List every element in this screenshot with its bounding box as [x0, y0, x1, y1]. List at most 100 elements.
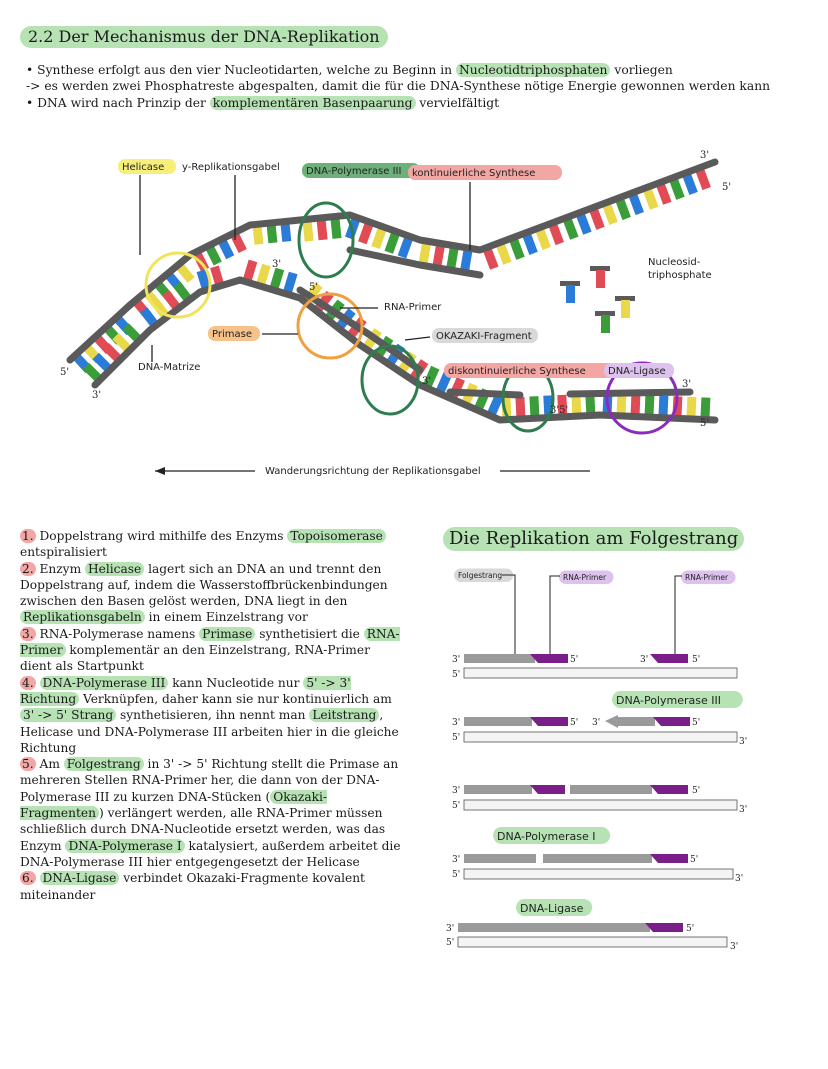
label-dna-ligase: DNA-Ligase [516, 899, 593, 916]
nucleotide-base [446, 245, 459, 269]
nucleotide-base [515, 396, 526, 420]
step-text [36, 676, 40, 690]
step-text: Doppelstrang wird mithilfe des Enzyms [35, 529, 288, 543]
polarity-mark: 3' [682, 379, 691, 390]
polarity-mark: 5' [60, 367, 69, 378]
nucleotide-base [694, 166, 711, 191]
polarity-mark: 5' [452, 733, 460, 743]
replication-fork-diagram: Helicase y-Replikationsgabel DNA-Polymeras… [60, 150, 731, 477]
step-text: Enzym [35, 561, 85, 576]
polarity-mark: 3' [92, 390, 101, 401]
polarity-mark: 3' [700, 150, 709, 161]
rna-primer-segment [650, 854, 688, 863]
polarity-mark: 5' [452, 870, 460, 880]
nucleotide-base [508, 236, 525, 260]
step-number: 4. [20, 675, 36, 690]
polarity-mark: 3' [452, 786, 460, 796]
nucleotide-base [358, 220, 374, 245]
nucleotide-base [642, 186, 659, 210]
rna-primer-segment [650, 785, 688, 794]
nucleotide-base [700, 397, 711, 420]
new-dna-segment [464, 717, 532, 726]
rna-primer-segment [530, 717, 568, 726]
intro-bullet: • DNA wird nach Prinzip der komplementär… [26, 95, 816, 111]
leader-primer-2 [674, 575, 682, 655]
step-item: 4. DNA-Polymerase III kann Nucleotide nu… [20, 675, 405, 756]
label-replication-fork-text: y-Replikationsgabel [182, 162, 280, 173]
free-nucleotide [615, 296, 635, 318]
label-dna-polymerase-iii-text: DNA-Polymerase III [306, 166, 401, 177]
polarity-mark: 5' [692, 655, 700, 665]
nucleotide-base [601, 201, 618, 225]
nucleotide-base [627, 191, 644, 216]
polarity-mark: 3' [735, 874, 743, 884]
step-text: lagert sich an DNA an und trennt den Dop… [20, 561, 388, 609]
template-strand [463, 667, 738, 679]
nucleotide-base [585, 393, 596, 416]
label-continuous-synthesis: kontinuierliche Synthese [408, 165, 562, 180]
label-helicase-text: Helicase [122, 162, 164, 173]
label-triphosphate-text: triphosphate [648, 270, 712, 281]
polarity-mark: 5' [722, 182, 731, 193]
step-number: 1. [20, 529, 36, 543]
polarity-mark: 5' [309, 282, 318, 293]
nucleotide-base [658, 395, 669, 418]
nucleotide-base [644, 395, 655, 418]
label-fork-direction-text: Wanderungsrichtung der Replikationsgabel [265, 466, 481, 477]
label-continuous-synthesis-text: kontinuierliche Synthese [412, 168, 535, 179]
bullet-highlight: Nucleotidtriphosphaten [456, 63, 611, 77]
step-text: RNA-Polymerase namens [35, 626, 200, 641]
step-item: 1. Doppelstrang wird mithilfe des Enzyms… [20, 528, 405, 561]
rna-primer-segment [650, 654, 688, 663]
free-nucleotide [595, 311, 615, 333]
polarity-mark: 3' [422, 376, 431, 387]
step-text: katalysiert, außerdem arbeitet die DNA-P… [20, 838, 401, 869]
label-dna-ligase: DNA-Ligase [604, 363, 674, 378]
label-rna-primer-1-text: RNA-Primer [563, 573, 607, 582]
okazaki-fragment-new [296, 286, 424, 374]
nucleotide-base [668, 176, 685, 200]
label-okazaki-fragment-text: OKAZAKI-Fragment [436, 331, 532, 342]
nucleotide-base [210, 265, 225, 288]
label-rna-primer-text: RNA-Primer [384, 302, 442, 313]
nucleotide-base [460, 247, 473, 271]
label-fork-direction: Wanderungsrichtung der Replikationsgabel [265, 466, 481, 477]
primase-circle [296, 292, 364, 360]
nucleotide-base [562, 216, 579, 240]
nucleotide-base [557, 394, 568, 418]
nucleotide-base [371, 225, 388, 249]
label-replication-fork: y-Replikationsgabel [182, 162, 280, 173]
nucleotide-base [521, 231, 538, 255]
intro-bullets: • Synthese erfolgt aus den vier Nucleoti… [26, 62, 816, 111]
step-item: 6. DNA-Ligase verbindet Okazaki-Fragment… [20, 870, 405, 903]
new-dna-segment [464, 785, 532, 794]
step-text: komplementär an den Einzelstrang, RNA-Pr… [20, 643, 370, 674]
nucleotide-base [630, 394, 641, 417]
nucleotide-base [302, 218, 314, 242]
nucleotide-base [571, 394, 582, 417]
label-folgestrang: Folgestrang [454, 568, 514, 582]
label-helicase: Helicase [118, 159, 176, 174]
label-dna-template-text: DNA-Matrize [138, 362, 200, 373]
polarity-mark: 3' [592, 718, 600, 728]
page-title: 2.2 Der Mechanismus der DNA-Replikation [20, 26, 388, 48]
nucleotide-base [242, 259, 258, 284]
polarity-mark: 5' [452, 670, 460, 680]
bullet-text: -> es werden zwei Phosphatreste abgespal… [26, 79, 771, 94]
polarity-mark: 3' [739, 737, 747, 747]
nucleotide-base [316, 217, 328, 241]
nucleotide-base [529, 396, 540, 419]
polarity-mark: 3' [730, 942, 738, 952]
step-highlight: Leitstrang [309, 708, 380, 723]
nucleotide-base [534, 226, 551, 251]
step-item: 2. Enzym Helicase lagert sich an DNA an … [20, 561, 405, 626]
nucleotide-base [547, 221, 564, 246]
leader-primer-1 [549, 575, 560, 655]
leading-template-bases [302, 166, 711, 271]
step-highlight: DNA-Polymerase III [39, 675, 169, 690]
bullet-text: vervielfältigt [415, 95, 500, 110]
label-dna-template: DNA-Matrize [138, 362, 200, 373]
bullet-highlight: komplementären Basenpaarung [209, 95, 416, 110]
step-text [36, 871, 40, 885]
polarity-mark: 5' [700, 418, 709, 429]
